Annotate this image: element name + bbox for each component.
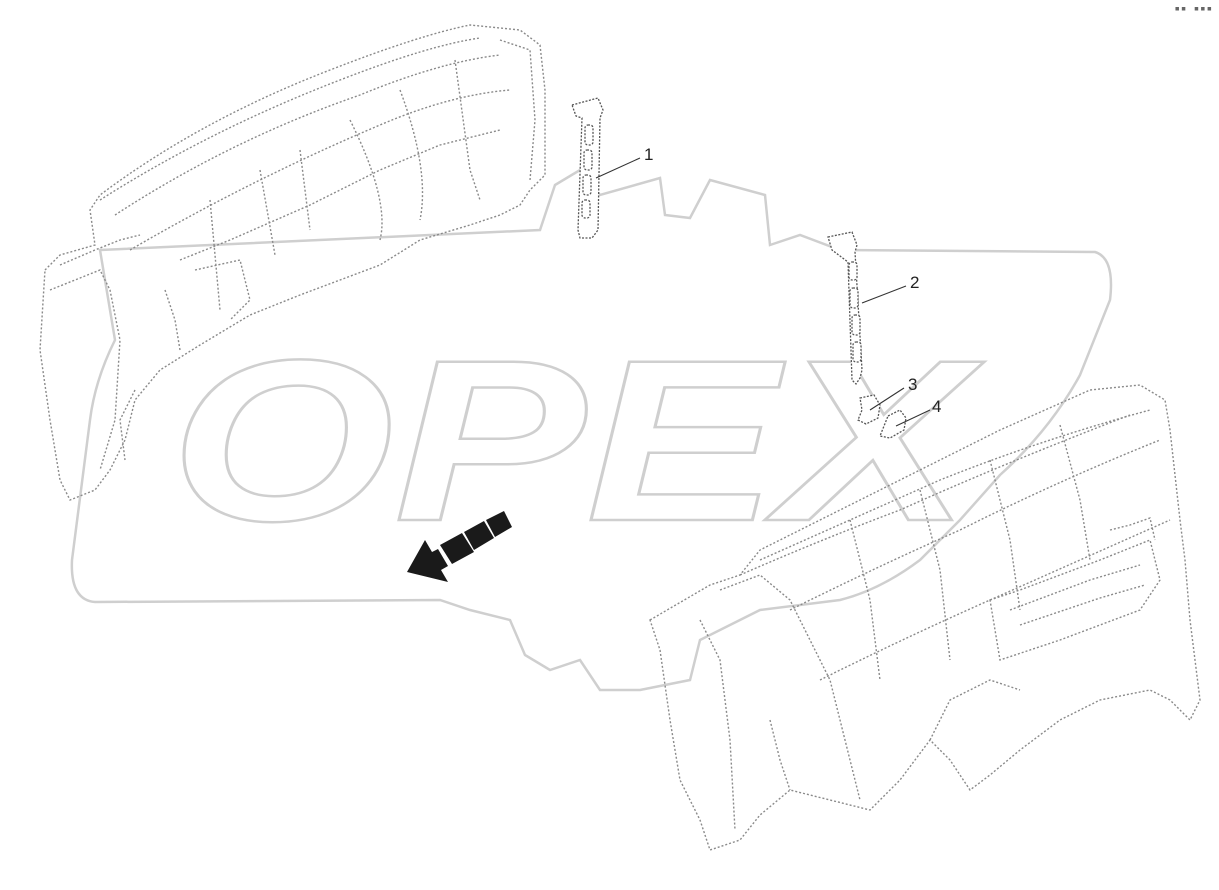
callout-4: 4 xyxy=(932,397,941,416)
leader-lines xyxy=(595,157,931,427)
part-3-clip xyxy=(857,394,881,425)
direction-arrow-icon xyxy=(407,511,512,582)
part-1-bracket xyxy=(571,97,604,239)
left-hood-panel xyxy=(39,24,546,501)
callout-3: 3 xyxy=(908,375,917,394)
corner-mark: ▪▪ ▪▪▪ xyxy=(1174,4,1213,14)
leader-line-2 xyxy=(861,285,907,304)
callout-2: 2 xyxy=(910,273,919,292)
right-hood-panel xyxy=(649,384,1201,851)
part-2-bracket xyxy=(827,231,863,386)
leader-line-4 xyxy=(895,409,931,427)
callout-1: 1 xyxy=(644,145,653,164)
leader-line-1 xyxy=(595,157,641,179)
part-4-clip xyxy=(879,409,907,439)
leader-line-3 xyxy=(869,387,905,411)
watermark-text: OPEX xyxy=(170,312,984,569)
